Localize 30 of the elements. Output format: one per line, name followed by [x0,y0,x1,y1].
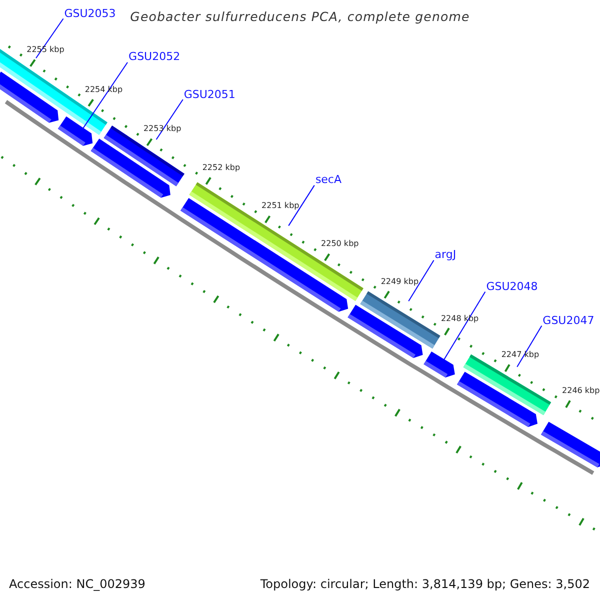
leader-line [156,99,184,140]
gene-label: argJ [434,248,456,262]
position-label: 2250 kbp [321,239,359,250]
gene-label: GSU2053 [64,6,116,20]
leader-line [516,325,542,368]
gene-bar [104,126,184,186]
position-label: 2249 kbp [380,276,419,287]
leader-line [288,184,315,226]
position-label: 2254 kbp [84,84,123,95]
position-label: 2251 kbp [262,201,300,212]
gene-label: secA [315,173,342,186]
position-label: 2252 kbp [202,162,240,173]
gene-label: GSU2052 [128,50,180,64]
gene-label: GSU2048 [486,280,538,293]
accession-text: Accession: NC_002939 [9,576,146,593]
position-label: 2247 kbp [501,350,540,360]
gene-label: GSU2047 [542,314,594,327]
map-title: Geobacter sulfurreducens PCA, complete genome [130,8,470,26]
leader-line [36,18,64,59]
gene-segment [424,352,455,378]
genome-stats-text: Topology: circular; Length: 3,814,139 bp; Genes: 3,502 [260,576,590,593]
gene-segment [58,116,93,146]
position-label: 2246 kbp [562,386,600,396]
leader-line [443,291,486,361]
leader-line [82,62,128,130]
position-label: 2253 kbp [143,124,182,134]
leader-line [408,260,434,302]
gene-bar [360,291,440,349]
gene-label: GSU2051 [184,88,236,100]
gene-bar [189,182,364,301]
